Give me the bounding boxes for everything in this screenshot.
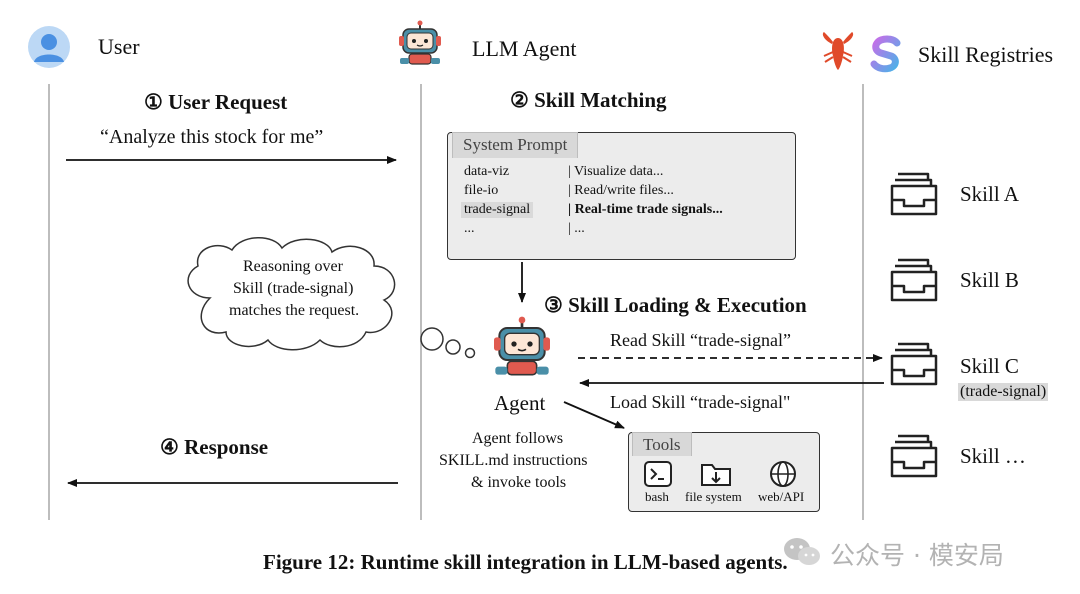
follow-line-3: & invoke tools <box>471 474 567 491</box>
agent-label: Agent <box>494 391 546 415</box>
tool-label-file-system: file system <box>685 489 742 504</box>
tool-label-web-api: web/API <box>758 489 805 504</box>
prompt-row-desc: | Visualize data... <box>568 164 664 179</box>
lane-line-user <box>48 84 50 520</box>
step-user-request: ① User Request <box>144 90 288 114</box>
tools-title: Tools <box>632 432 692 456</box>
prompt-row-desc-highlighted: | Real-time trade signals... <box>568 202 723 217</box>
prompt-row-desc: | ... <box>568 221 585 236</box>
lane-line-agent <box>420 84 422 520</box>
thought-cloud <box>187 237 476 359</box>
step-skill-matching: ② Skill Matching <box>510 88 667 112</box>
skill-tray-icon <box>890 258 938 302</box>
skill-label: Skill B <box>960 268 1019 292</box>
thought-line-1: Reasoning over <box>243 258 343 275</box>
prompt-row-name: data-viz <box>464 164 510 179</box>
watermark-text: 公众号 · 模安局 <box>830 541 1004 570</box>
wechat-icon <box>784 538 820 565</box>
figure-caption: Figure 12: Runtime skill integration in … <box>263 550 788 574</box>
lane-title-user: User <box>98 34 140 59</box>
prompt-row-name: file-io <box>464 183 499 198</box>
prompt-row-desc: | Read/write files... <box>568 183 674 198</box>
lane-line-registries <box>862 84 864 520</box>
thought-line-2: Skill (trade-signal) <box>233 280 354 297</box>
read-skill-label: Read Skill “trade-signal” <box>610 330 791 350</box>
robot-agent-icon <box>399 20 441 65</box>
request-text: “Analyze this stock for me” <box>100 126 324 148</box>
globe-icon <box>770 461 796 487</box>
prompt-row-name-highlighted: trade-signal <box>461 202 534 218</box>
registry-logo-s-icon <box>870 35 901 73</box>
skill-label: Skill A <box>960 182 1019 206</box>
skill-tray-icon <box>890 342 938 386</box>
step-skill-loading: ③ Skill Loading & Execution <box>544 293 807 317</box>
folder-download-icon <box>701 464 731 486</box>
prompt-row-name: ... <box>464 221 475 236</box>
lobster-icon <box>822 32 854 70</box>
skill-tray-icon <box>890 172 938 216</box>
system-prompt-title: System Prompt <box>452 132 579 158</box>
tool-label-bash: bash <box>645 489 669 504</box>
thought-line-3: matches the request. <box>229 302 360 319</box>
step-response: ④ Response <box>160 435 269 459</box>
skill-label: Skill C <box>960 354 1019 378</box>
user-avatar-icon <box>28 26 70 68</box>
lane-title-agent: LLM Agent <box>472 36 577 61</box>
terminal-icon <box>644 461 672 487</box>
robot-agent-icon <box>494 316 550 376</box>
skill-c-tag: (trade-signal) <box>958 383 1049 401</box>
skill-label: Skill … <box>960 444 1026 468</box>
lane-title-registries: Skill Registries <box>918 42 1054 67</box>
skill-tray-icon <box>890 434 938 478</box>
follow-line-1: Agent follows <box>472 430 564 447</box>
load-skill-label: Load Skill “trade-signal" <box>610 392 791 412</box>
follow-line-2: SKILL.md instructions <box>439 452 588 469</box>
